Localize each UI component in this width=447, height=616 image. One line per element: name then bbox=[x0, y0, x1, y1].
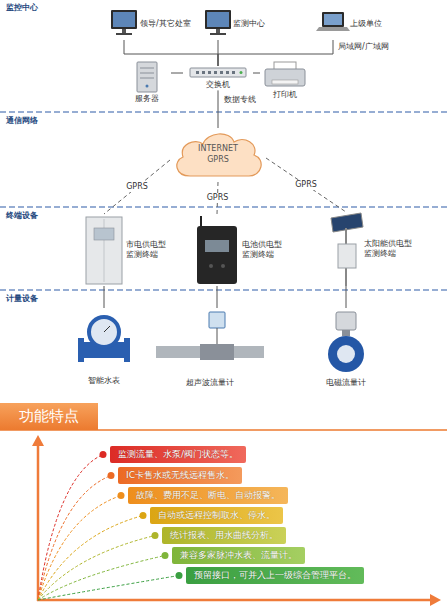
ultrasonic-flowmeter-icon bbox=[156, 312, 264, 360]
feature-text: IC卡售水或无线远程售水。 bbox=[126, 467, 234, 484]
axes bbox=[32, 435, 441, 606]
feature-bar: 故障、费用不足、断电、自动报警。 bbox=[128, 487, 288, 504]
node-label: 服务器 bbox=[123, 94, 171, 104]
node-label: 电磁流量计 bbox=[313, 378, 379, 388]
connector-line bbox=[104, 286, 105, 308]
cloud-outline bbox=[177, 134, 261, 176]
connector-line bbox=[346, 286, 347, 308]
monitor-icon bbox=[111, 10, 137, 35]
edge-label: 数据专线 bbox=[223, 95, 257, 105]
edge-label: GPRS bbox=[294, 180, 318, 190]
server-node: 服务器 bbox=[123, 60, 171, 104]
meter-node: 超声波流量计 bbox=[148, 308, 272, 388]
solar-terminal-icon bbox=[331, 213, 363, 286]
node-label: 超声波流量计 bbox=[148, 378, 272, 388]
cabinet-terminal-icon bbox=[86, 217, 122, 284]
node-label: 领导/其它处室 bbox=[140, 19, 206, 29]
water-meter-icon bbox=[78, 317, 130, 362]
switch-icon bbox=[190, 68, 246, 77]
feature-bar: IC卡售水或无线远程售水。 bbox=[118, 467, 242, 484]
computer-node: 领导/其它处室 bbox=[108, 8, 208, 40]
node-label: 太阳能供电型 监测终端 bbox=[364, 239, 426, 260]
connector-line bbox=[217, 286, 218, 308]
node-label: 交换机 bbox=[183, 80, 253, 90]
node-label: 电池供电型 监测终端 bbox=[242, 240, 286, 261]
node-label: 监测中心 bbox=[233, 19, 281, 29]
monitor-icon bbox=[205, 10, 231, 35]
connector-line bbox=[124, 40, 218, 66]
feature-text: 故障、费用不足、断电、自动报警。 bbox=[136, 487, 280, 504]
gprs-link bbox=[104, 160, 170, 214]
note-label: 局域网/广域网 bbox=[338, 42, 389, 52]
feature-bar: 预留接口，可并入上一级综合管理平台。 bbox=[186, 567, 364, 584]
electromagnetic-flowmeter-icon bbox=[328, 312, 364, 372]
server-icon bbox=[137, 62, 157, 92]
terminal-node: 太阳能供电型 监测终端 bbox=[328, 212, 428, 286]
feature-bar: 自动或远程控制取水、停水。 bbox=[150, 507, 283, 524]
node-label: 打印机 bbox=[260, 90, 310, 100]
printer-icon bbox=[265, 62, 305, 86]
edge-label: GPRS bbox=[206, 193, 230, 203]
terminal-node: 市电供电型 监测终端 bbox=[82, 214, 170, 286]
gprs-link bbox=[266, 158, 346, 212]
layer-separators bbox=[0, 112, 447, 290]
connector-line bbox=[171, 73, 183, 74]
node-label: INTERNET GPRS bbox=[191, 144, 245, 166]
meter-node: 智能水表 bbox=[72, 308, 136, 386]
node-label: 市电供电型 监测终端 bbox=[126, 240, 168, 261]
layer-label: 通信网络 bbox=[6, 116, 38, 126]
terminal-node: 电池供电型 监测终端 bbox=[192, 214, 288, 286]
feature-text: 兼容多家脉冲水表、流量计。 bbox=[180, 547, 297, 564]
feature-text: 自动或远程控制取水、停水。 bbox=[158, 507, 275, 524]
connector-line bbox=[253, 73, 260, 74]
section-heading: 功能特点 bbox=[0, 403, 98, 430]
laptop-node: 上级单位 bbox=[316, 8, 396, 40]
laptop-icon bbox=[316, 12, 350, 31]
feature-text: 统计报表、用水曲线分析。 bbox=[170, 527, 278, 544]
feature-text: 预留接口，可并入上一级综合管理平台。 bbox=[194, 567, 356, 584]
feature-bar: 监测流量、水泵/阀门状态等。 bbox=[110, 446, 246, 463]
node-label: 上级单位 bbox=[350, 19, 394, 29]
layer-label: 监控中心 bbox=[6, 3, 38, 13]
connector-line bbox=[218, 90, 219, 128]
connector-line bbox=[218, 40, 333, 66]
feature-bar: 兼容多家脉冲水表、流量计。 bbox=[172, 547, 305, 564]
switch-node: 交换机 bbox=[183, 66, 253, 90]
layer-label: 终端设备 bbox=[6, 211, 38, 221]
computer-node: 监测中心 bbox=[203, 8, 283, 40]
node-label: 智能水表 bbox=[72, 376, 136, 386]
printer-node: 打印机 bbox=[260, 60, 310, 100]
battery-terminal-icon bbox=[197, 216, 237, 284]
feature-bar: 统计报表、用水曲线分析。 bbox=[162, 527, 286, 544]
edge-label: GPRS bbox=[125, 182, 149, 192]
meter-node: 电磁流量计 bbox=[313, 308, 379, 388]
feature-text: 监测流量、水泵/阀门状态等。 bbox=[118, 446, 238, 463]
network-cloud: INTERNET GPRS bbox=[170, 128, 266, 182]
layer-label: 计量设备 bbox=[6, 294, 38, 304]
